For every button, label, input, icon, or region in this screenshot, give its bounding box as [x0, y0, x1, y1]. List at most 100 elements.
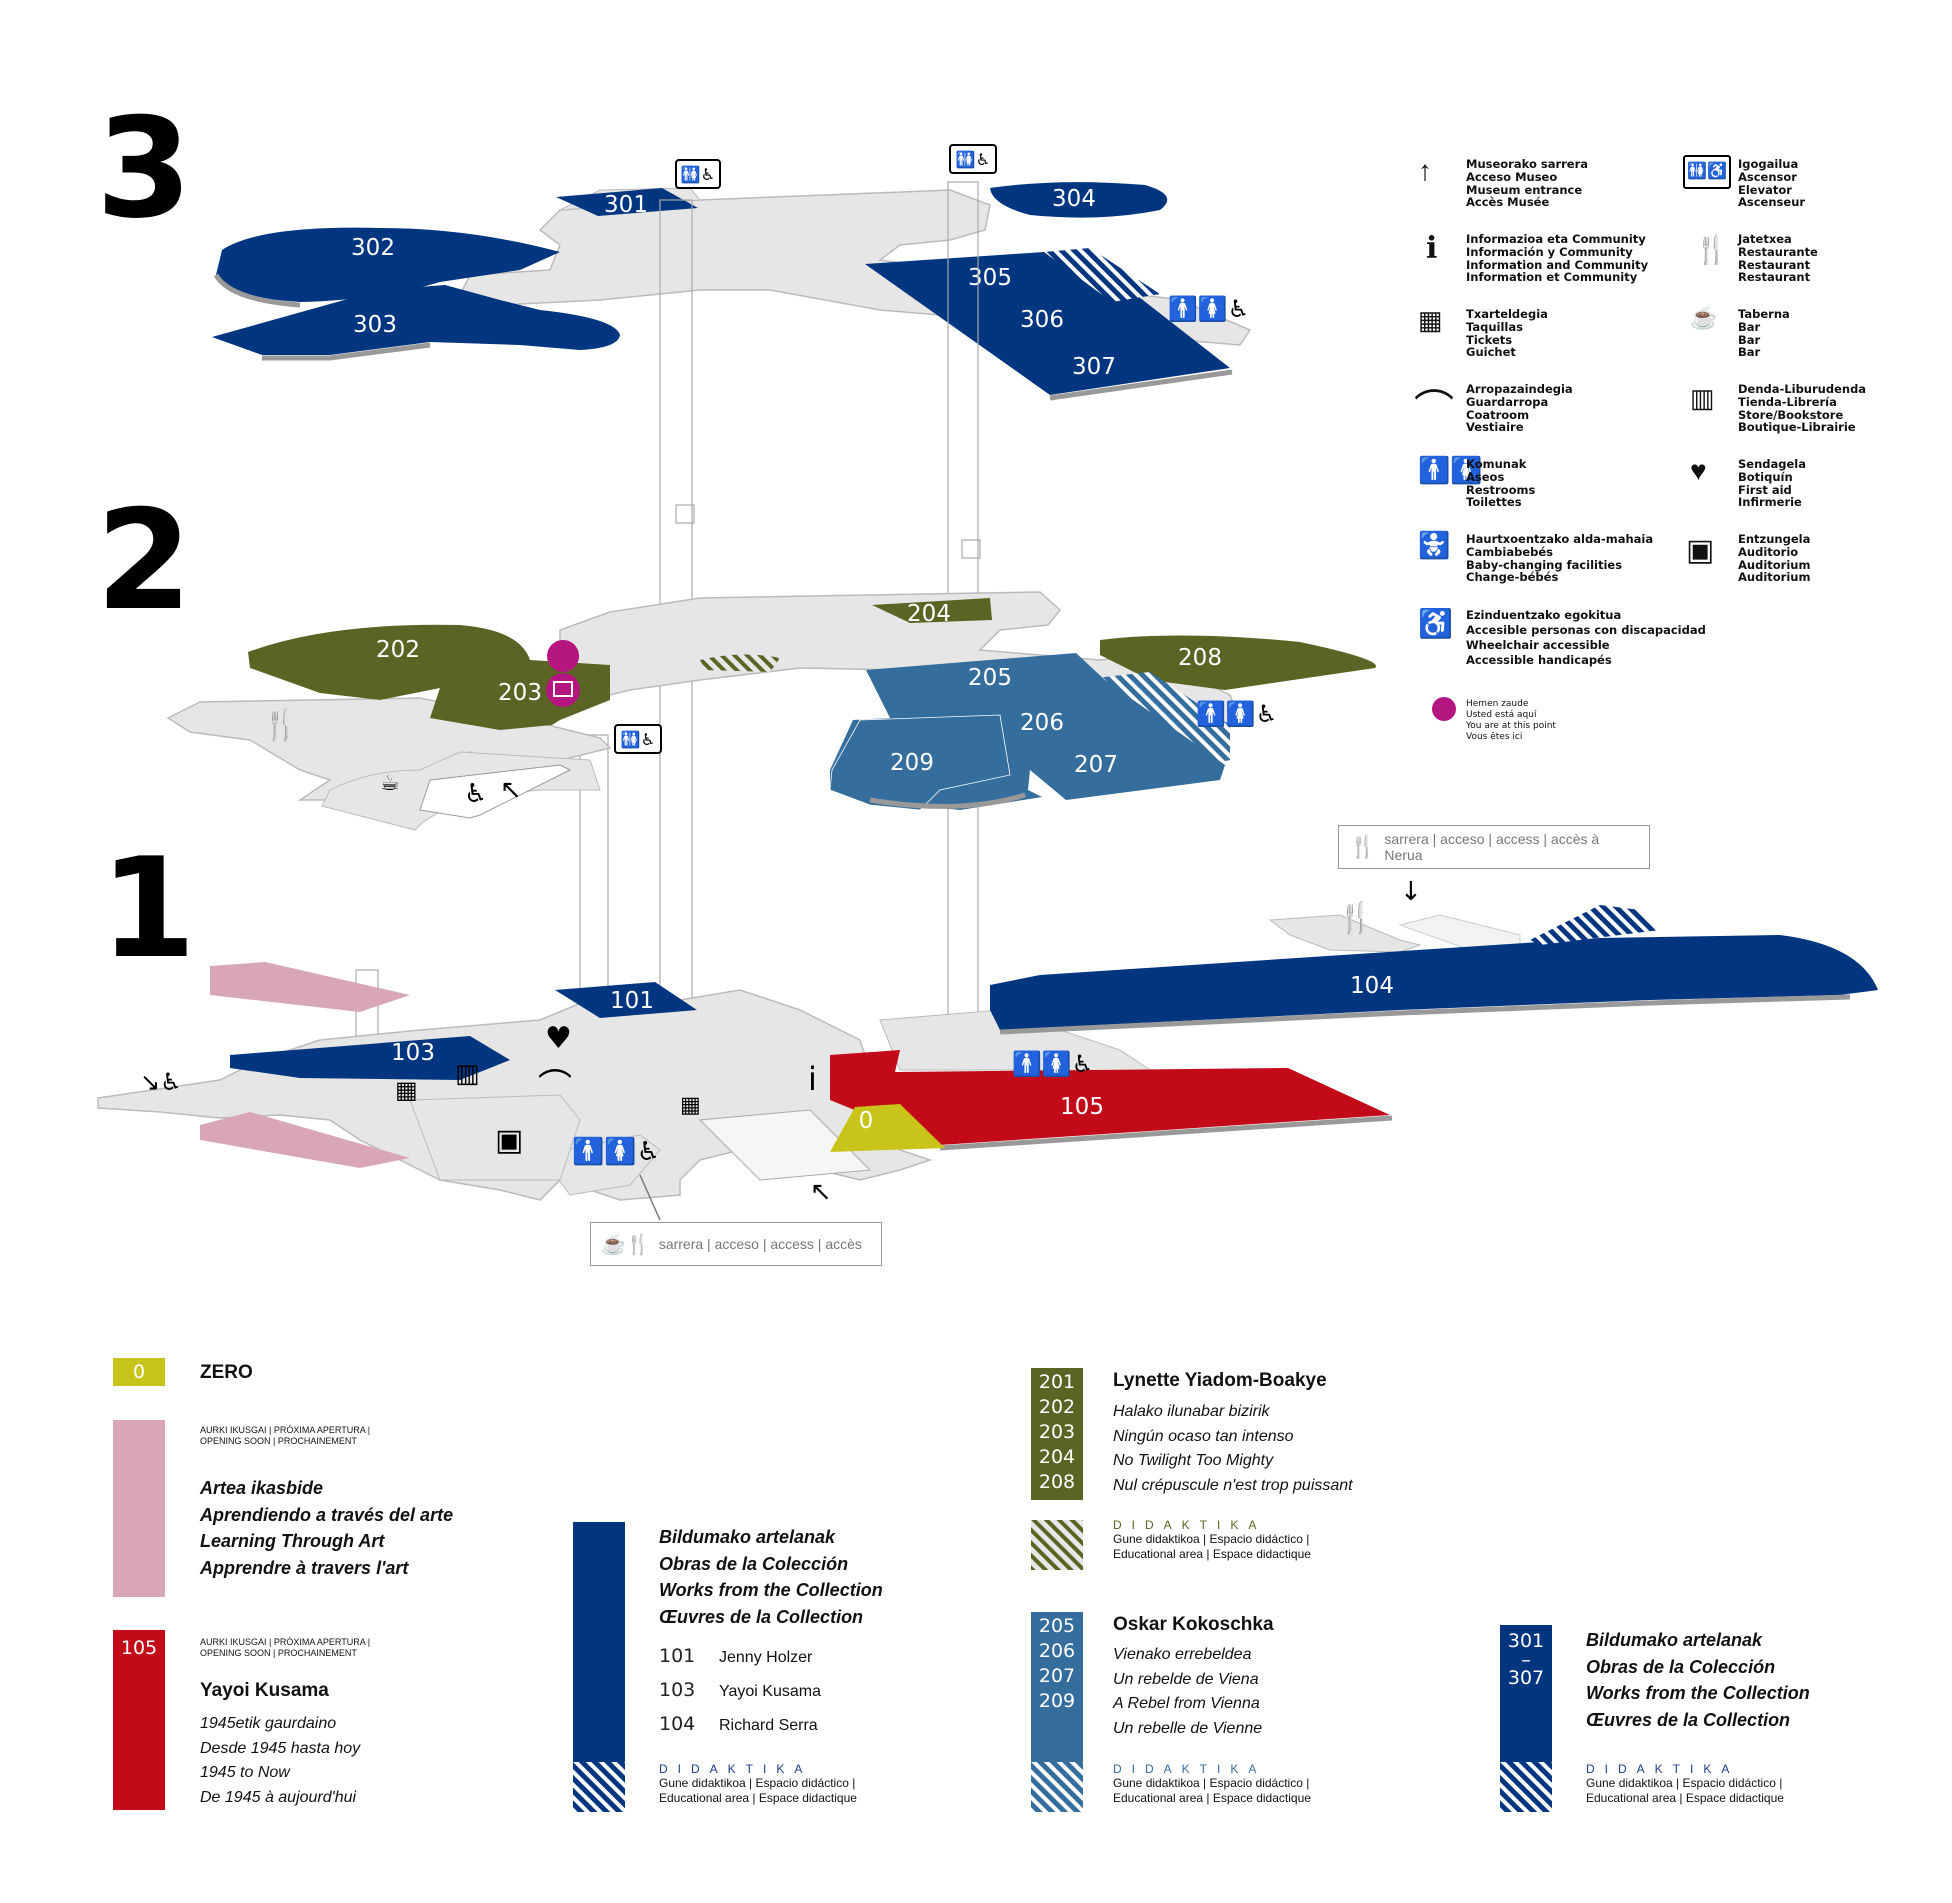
- info-icon: i: [808, 1060, 817, 1098]
- room-304[interactable]: [990, 182, 1168, 218]
- bar-icon: ☕: [380, 771, 400, 796]
- room-101[interactable]: [555, 982, 697, 1018]
- nerua-access-text: sarrera | acceso | access | accès à Neru…: [1384, 831, 1600, 863]
- room-learning-top[interactable]: [210, 962, 410, 1012]
- first-aid-icon: ♥: [545, 1021, 572, 1056]
- main-access-sign: ☕🍴 sarrera | acceso | access | accès: [590, 1222, 882, 1266]
- room-305-307[interactable]: [865, 252, 1230, 395]
- kokoschka-swatch: 205 206 207 209: [1031, 1612, 1083, 1762]
- didactic-area-2-olive: [700, 654, 780, 672]
- yiadom-didactic-swatch: [1031, 1520, 1083, 1570]
- room-208[interactable]: [1100, 635, 1377, 690]
- you-are-here-icon: [1432, 697, 1456, 721]
- map-icons: 🚻♿ 🚻♿ 🚻♿ 🚹🚺♿ 🚹🚺♿ 🍴 ☕ ♿ ↖ 🍴 ↓ ♥ ⌒ ▦ ▥ ▣ 🚹…: [140, 144, 1422, 1221]
- collection1-didactic-swatch: [573, 1762, 625, 1812]
- room-label-104: 104: [1350, 973, 1394, 999]
- floor-1: 101 103 104 105 0: [97, 905, 1878, 1201]
- yiadom-title: Lynette Yiadom-Boakye: [1113, 1370, 1327, 1391]
- wheelchair-icon-2: ↘♿: [140, 1068, 182, 1096]
- tickets-icon: ▦: [395, 1076, 418, 1104]
- restrooms-icon-2: 🚹🚺♿: [1196, 700, 1277, 728]
- arrow-icon: ↖: [500, 775, 522, 805]
- baby-changing-icon: 🚼: [1418, 530, 1451, 560]
- room-302[interactable]: [216, 227, 560, 302]
- kokoschka-didactic-swatch: [1031, 1762, 1083, 1812]
- room-label-103: 103: [391, 1040, 435, 1066]
- kusama-swatch-number: 105: [120, 1637, 158, 1659]
- svg-text:🚻♿: 🚻♿: [681, 165, 715, 184]
- room-202[interactable]: [248, 624, 530, 700]
- room-label-101: 101: [610, 988, 654, 1014]
- collection3-didaktika: DIDAKTIKA Gune didaktikoa | Espacio didá…: [1586, 1762, 1784, 1805]
- tickets-icon: ▦: [1418, 305, 1443, 335]
- nerua-access-sign: 🍴 sarrera | acceso | access | accès à Ne…: [1338, 825, 1650, 869]
- room-label-203: 203: [498, 680, 542, 706]
- kokoschka-didaktika: DIDAKTIKA Gune didaktikoa | Espacio didá…: [1113, 1762, 1311, 1805]
- room-label-208: 208: [1178, 645, 1222, 671]
- info-icon: i: [1426, 231, 1438, 266]
- restaurant-icon: 🍴: [1349, 834, 1377, 859]
- svg-text:🚻♿: 🚻♿: [956, 150, 990, 169]
- learning-opening-soon: AURKI IKUSGAI | PRÓXIMA APERTURA |OPENIN…: [200, 1425, 371, 1446]
- auditorium-icon: ▣: [495, 1123, 523, 1158]
- room-label-304: 304: [1052, 186, 1096, 212]
- room-301[interactable]: [556, 188, 698, 216]
- wheelchair-icon: ♿: [1418, 608, 1453, 639]
- elevator-icon: 🚻♿ 🚻♿ 🚻♿: [614, 144, 997, 754]
- zero-swatch: 0: [113, 1358, 165, 1386]
- coatroom-icon: ⌒: [1414, 388, 1454, 432]
- room-learning-bottom[interactable]: [200, 1112, 410, 1168]
- arrow-down-icon: ↓: [1400, 877, 1422, 907]
- room-103[interactable]: [230, 1036, 510, 1080]
- didactic-area-1: [1530, 905, 1660, 945]
- room-label-205: 205: [968, 665, 1012, 691]
- restaurant-icon: 🍴: [262, 707, 299, 743]
- room-zero[interactable]: [830, 1104, 945, 1152]
- room-label-105: 105: [1060, 1094, 1104, 1120]
- room-104[interactable]: [990, 935, 1878, 1030]
- room-label-209: 209: [890, 750, 934, 776]
- restaurant-icon: 🍴: [1694, 234, 1729, 265]
- elevator-icon: 🚻♿: [1683, 155, 1731, 189]
- you-are-here-marker: [546, 640, 580, 707]
- restaurant-icon-2: 🍴: [1337, 900, 1374, 936]
- room-label-202: 202: [376, 637, 420, 663]
- collection1-didaktika: DIDAKTIKA Gune didaktikoa | Espacio didá…: [659, 1762, 857, 1805]
- floor-3: 301 302 303 304 305 306 307: [212, 182, 1252, 401]
- learning-swatch: [113, 1420, 165, 1597]
- kokoschka-title: Oskar Kokoschka: [1113, 1614, 1274, 1635]
- floor-number-1: 1: [100, 828, 197, 989]
- yiadom-swatch: 201 202 203 204 208: [1031, 1368, 1083, 1500]
- wheelchair-icon: ♿: [464, 779, 487, 809]
- auditorium-icon: ▣: [1686, 534, 1715, 567]
- room-label-204: 204: [907, 601, 951, 627]
- svg-text:🚻♿: 🚻♿: [621, 730, 655, 749]
- store-icon: ▥: [1690, 383, 1715, 413]
- room-105[interactable]: [830, 1050, 1390, 1145]
- bar-restaurant-icon: ☕🍴: [601, 1233, 651, 1256]
- didactic-area-3: [1044, 248, 1160, 302]
- room-label-303: 303: [353, 312, 397, 338]
- room-label-301: 301: [604, 192, 648, 218]
- room-204[interactable]: [872, 598, 992, 623]
- tickets-icon-2: ▦: [680, 1093, 701, 1118]
- floor-2: 202 203 204 205 206 207 208 209: [166, 591, 1377, 831]
- floor-number-3: 3: [96, 88, 193, 249]
- kusama-opening-soon: AURKI IKUSGAI | PRÓXIMA APERTURA |OPENIN…: [200, 1637, 371, 1658]
- room-303[interactable]: [212, 285, 620, 355]
